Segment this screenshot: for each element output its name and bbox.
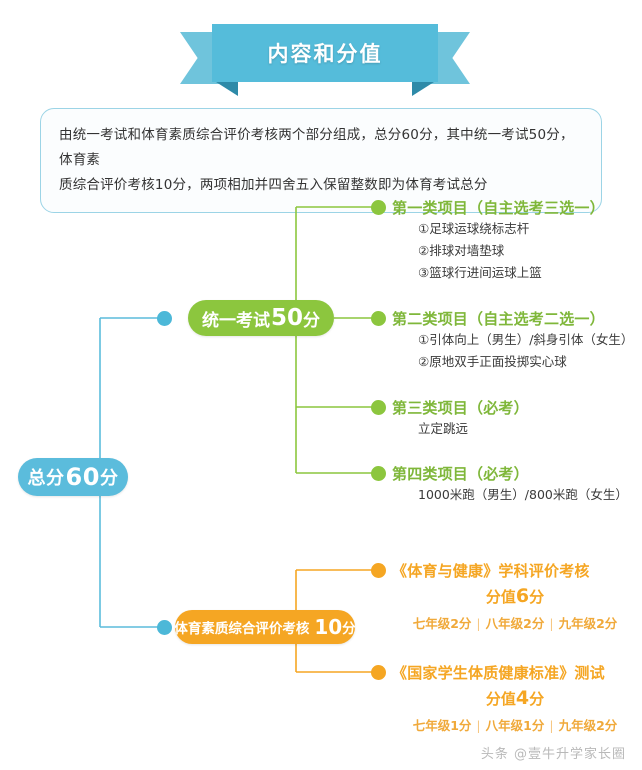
dot-quality-item-1 <box>371 563 386 578</box>
branch-quality-2-score-value: 4 <box>515 687 530 709</box>
branch-quality-2-grade-7: 七年级1分 <box>412 718 472 733</box>
grade-separator: | <box>476 616 481 631</box>
dot-quality-item-2 <box>371 665 386 680</box>
grade-separator: | <box>549 616 554 631</box>
description-box: 由统一考试和体育素质综合评价考核两个部分组成，总分60分，其中统一考试50分，体… <box>40 108 602 213</box>
banner: 内容和分值 <box>180 24 470 96</box>
node-quality-assessment-label: 体育素质综合评价考核 <box>174 621 310 637</box>
branch-quality-2-grade-8: 八年级1分 <box>485 718 545 733</box>
branch-category-4: 第四类项目（必考） 1000米跑（男生）/800米跑（女生） <box>392 463 628 506</box>
banner-body: 内容和分值 <box>212 24 438 82</box>
branch-quality-2-grade-9: 九年级2分 <box>558 718 618 733</box>
dot-category-2 <box>371 311 386 326</box>
branch-category-1-item-1: ①足球运球绕标志杆 <box>418 221 530 236</box>
node-unified-exam-value: 50 <box>270 304 303 331</box>
branch-quality-1-score: 分值6分 <box>392 585 638 607</box>
node-quality-assessment-unit: 分 <box>342 621 356 637</box>
branch-quality-1-title: 《体育与健康》学科评价考核 <box>392 562 590 580</box>
node-total-score-unit: 分 <box>99 468 119 489</box>
branch-quality-1-grades: 七年级2分 | 八年级2分 | 九年级2分 <box>392 613 638 632</box>
branch-quality-1-grade-9: 九年级2分 <box>558 616 618 631</box>
branch-category-3: 第三类项目（必考） 立定跳远 <box>392 397 529 440</box>
branch-category-1-item-2: ②排球对墙垫球 <box>418 243 505 258</box>
dot-category-4 <box>371 466 386 481</box>
branch-quality-1-grade-8: 八年级2分 <box>485 616 545 631</box>
branch-category-2-item-1: ①引体向上（男生）/斜身引体（女生） <box>418 332 634 347</box>
branch-quality-1-grade-7: 七年级2分 <box>412 616 472 631</box>
branch-category-3-title: 第三类项目（必考） <box>392 399 529 417</box>
branch-quality-1-score-label: 分值 <box>485 588 516 606</box>
grade-separator: | <box>476 718 481 733</box>
branch-category-4-title: 第四类项目（必考） <box>392 465 529 483</box>
banner-title: 内容和分值 <box>267 42 383 66</box>
branch-quality-2-score-unit: 分 <box>529 690 545 708</box>
grade-separator: | <box>549 718 554 733</box>
branch-quality-1-score-value: 6 <box>515 585 530 607</box>
branch-quality-1-score-unit: 分 <box>529 588 545 606</box>
watermark: 头条 @壹牛升学家长圈 <box>480 747 626 762</box>
branch-category-3-item-1: 立定跳远 <box>418 421 469 436</box>
branch-quality-1: 《体育与健康》学科评价考核 分值6分 七年级2分 | 八年级2分 | 九年级2分 <box>392 560 638 632</box>
node-quality-assessment-value: 10 <box>314 615 343 639</box>
branch-category-1: 第一类项目（自主选考三选一） ①足球运球绕标志杆 ②排球对墙垫球 ③篮球行进间运… <box>392 197 605 284</box>
description-line-1: 由统一考试和体育素质综合评价考核两个部分组成，总分60分，其中统一考试50分，体… <box>59 127 574 168</box>
node-total-score-label: 总分 <box>27 468 65 489</box>
branch-category-2-title: 第二类项目（自主选考二选一） <box>392 310 605 328</box>
branch-quality-2-grades: 七年级1分 | 八年级1分 | 九年级2分 <box>392 715 638 734</box>
branch-category-1-item-3: ③篮球行进间运球上篮 <box>418 265 542 280</box>
branch-quality-2-score-label: 分值 <box>485 690 516 708</box>
branch-category-2: 第二类项目（自主选考二选一） ①引体向上（男生）/斜身引体（女生） ②原地双手正… <box>392 308 633 373</box>
branch-quality-2: 《国家学生体质健康标准》测试 分值4分 七年级1分 | 八年级1分 | 九年级2分 <box>392 662 638 734</box>
dot-quality-branch <box>157 620 172 635</box>
node-unified-exam-unit: 分 <box>303 310 320 331</box>
branch-quality-2-score: 分值4分 <box>392 687 638 709</box>
dot-category-3 <box>371 400 386 415</box>
node-total-score-value: 60 <box>65 463 100 491</box>
dot-unified-branch <box>157 311 172 326</box>
branch-category-4-item-1: 1000米跑（男生）/800米跑（女生） <box>418 487 628 502</box>
branch-quality-2-title: 《国家学生体质健康标准》测试 <box>392 664 605 682</box>
node-unified-exam-label: 统一考试 <box>201 310 270 331</box>
branch-category-2-item-2: ②原地双手正面投掷实心球 <box>418 354 567 369</box>
branch-category-1-title: 第一类项目（自主选考三选一） <box>392 199 605 217</box>
description-line-2: 质综合评价考核10分，两项相加并四舍五入保留整数即为体育考试总分 <box>59 177 488 193</box>
dot-category-1 <box>371 200 386 215</box>
